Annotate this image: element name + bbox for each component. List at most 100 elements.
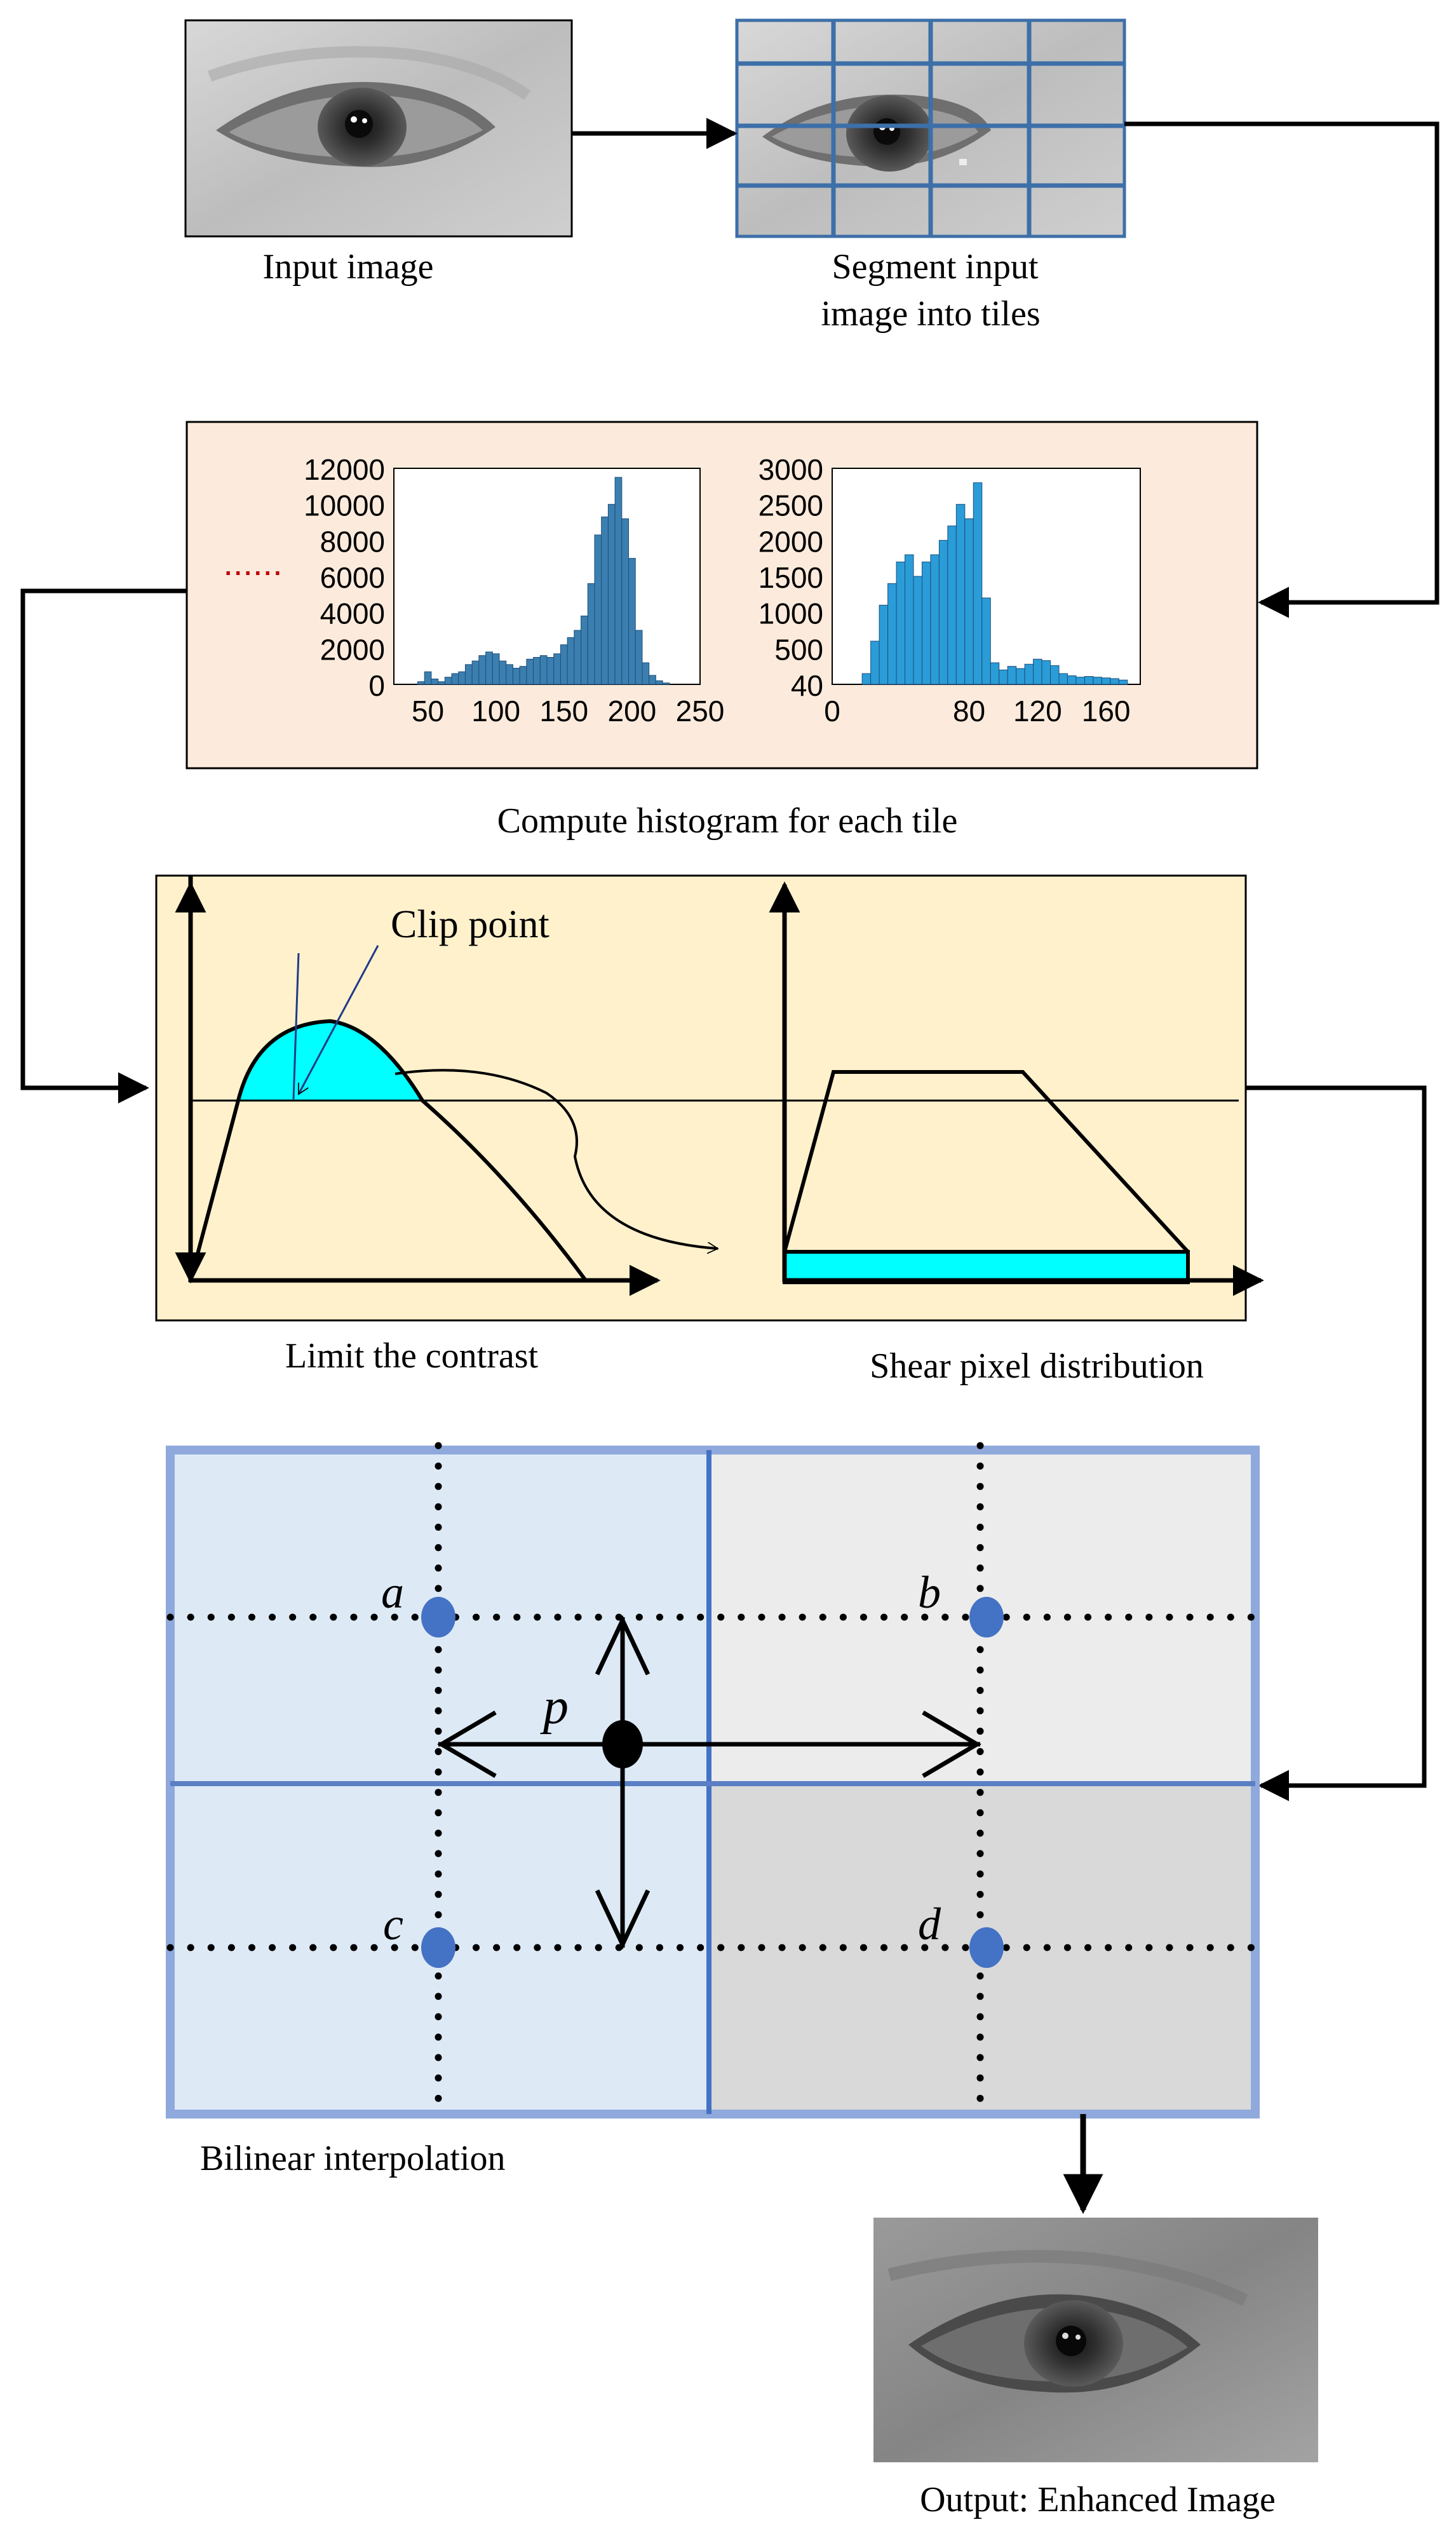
hist2-bar [896, 561, 906, 685]
hist1-bar [424, 671, 432, 685]
hist1-bar [526, 658, 534, 685]
hist2-bar [1084, 676, 1094, 685]
limit-contrast-plot: Clip point [175, 876, 718, 1296]
hist2-bar [913, 576, 922, 685]
hist2-y-tick-label: 500 [774, 633, 823, 666]
hist2-bar [938, 539, 948, 685]
original-histogram-curve [189, 1019, 588, 1282]
hist1-y-tick-label: 6000 [320, 561, 385, 594]
hist2-bar [887, 583, 897, 685]
hist1-bar [546, 657, 555, 685]
label-b: b [918, 1567, 941, 1618]
caption-segment-line2: image into tiles [821, 294, 1040, 334]
hist1-bar [539, 655, 548, 685]
hist2-x-tick-label: 80 [953, 695, 985, 728]
hist1-bar [581, 615, 588, 685]
hist2-bar [1041, 660, 1051, 685]
hist2-x-tick-label: 0 [824, 695, 840, 728]
hist2-y-tick-label: 1500 [758, 561, 823, 594]
hist2-x-tick-label: 160 [1082, 695, 1131, 728]
clip-point-label: Clip point [391, 903, 549, 946]
label-p: p [540, 1679, 569, 1735]
input-eye-image [184, 19, 573, 238]
hist1-bar [607, 504, 616, 685]
p-arrowhead-down [595, 1889, 650, 1950]
hist1-bar [444, 677, 452, 685]
output-eye-image [873, 2218, 1318, 2462]
hist1-bar [533, 657, 541, 685]
hist1-bar [628, 558, 636, 685]
clip-pointer-arrow [297, 945, 379, 1094]
hist2-bar [981, 597, 991, 685]
hist2-bar [1024, 663, 1034, 685]
hist2-bar [964, 518, 974, 685]
hist1-bar [512, 668, 520, 685]
hist1-y-tick-label: 4000 [320, 597, 385, 630]
hist2-bar [1093, 677, 1102, 685]
caption-segment-line1: Segment input [832, 247, 1039, 287]
hist1-y-tick-label: 2000 [320, 633, 385, 666]
redistribution-arrow [394, 1069, 718, 1249]
clip-pointer-line [292, 953, 300, 1100]
hist1-bar [431, 679, 439, 685]
hist1-bar [417, 681, 425, 685]
hist1-x-tick-label: 250 [676, 695, 725, 728]
label-d: d [918, 1899, 941, 1949]
hist2-bar [1075, 677, 1085, 685]
caption-histogram: Compute histogram for each tile [497, 801, 958, 841]
p-arrowhead-left [437, 1710, 497, 1779]
hist1-bar [614, 477, 623, 685]
hist1-bar [574, 630, 582, 685]
hist1-bar [451, 673, 459, 685]
histogram-ellipsis: ...... [223, 543, 282, 583]
hist1-bar [458, 671, 466, 685]
arrow-contrast-to-interpolation [1246, 1085, 1427, 1801]
hist2-bar [1016, 668, 1025, 685]
hist2-bar [1007, 666, 1017, 685]
hist2-y-tick-label: 40 [791, 669, 823, 702]
hist1-bar [560, 644, 568, 685]
hist2-bar [870, 641, 880, 685]
hist2-bar [1118, 679, 1128, 685]
hist1-bar [499, 660, 507, 685]
caption-output: Output: Enhanced Image [920, 2480, 1276, 2519]
hist2-bar [955, 504, 966, 685]
hist1-x-tick-label: 200 [608, 695, 657, 728]
hist1-bar [587, 583, 595, 685]
tile-grid [738, 22, 1123, 235]
hist2-y-tick-label: 2000 [758, 525, 823, 558]
hist1-bar [601, 517, 609, 685]
redistributed-base [783, 1250, 1190, 1284]
hist2-bar [1050, 665, 1060, 685]
hist2-bar [930, 554, 940, 685]
hist1-bar [519, 666, 527, 685]
hist1-bar [506, 664, 513, 685]
hist2-bar [1058, 673, 1068, 685]
hist1-y-tick-label: 12000 [304, 453, 385, 486]
hist1-y-tick-label: 0 [368, 669, 385, 702]
hist1-bar [438, 681, 445, 685]
caption-bilinear: Bilinear interpolation [200, 2139, 506, 2178]
hist2-bar [921, 561, 931, 685]
hist2-y-tick-label: 1000 [758, 597, 823, 630]
hist1-bar [662, 682, 670, 685]
hist2-bar [861, 673, 872, 685]
hist1-bar [492, 653, 500, 685]
p-arrowhead-up [595, 1615, 650, 1676]
hist1-bar [621, 518, 630, 685]
label-a: a [381, 1567, 404, 1618]
hist1-bar [649, 675, 656, 685]
caption-input-image: Input image [262, 247, 433, 287]
hist2-bar [990, 662, 1000, 685]
hist1-y-tick-label: 10000 [304, 489, 385, 522]
hist1-y-tick-label: 8000 [320, 525, 385, 558]
hist2-bar [1110, 678, 1119, 685]
p-arrowhead-right [922, 1710, 981, 1779]
hist1-bar [635, 630, 643, 685]
bilinear-grid: a b c d p [166, 1442, 1260, 2120]
hist2-bar [947, 525, 957, 685]
caption-limit-contrast: Limit the contrast [285, 1336, 539, 1376]
point-d [969, 1927, 1004, 1968]
